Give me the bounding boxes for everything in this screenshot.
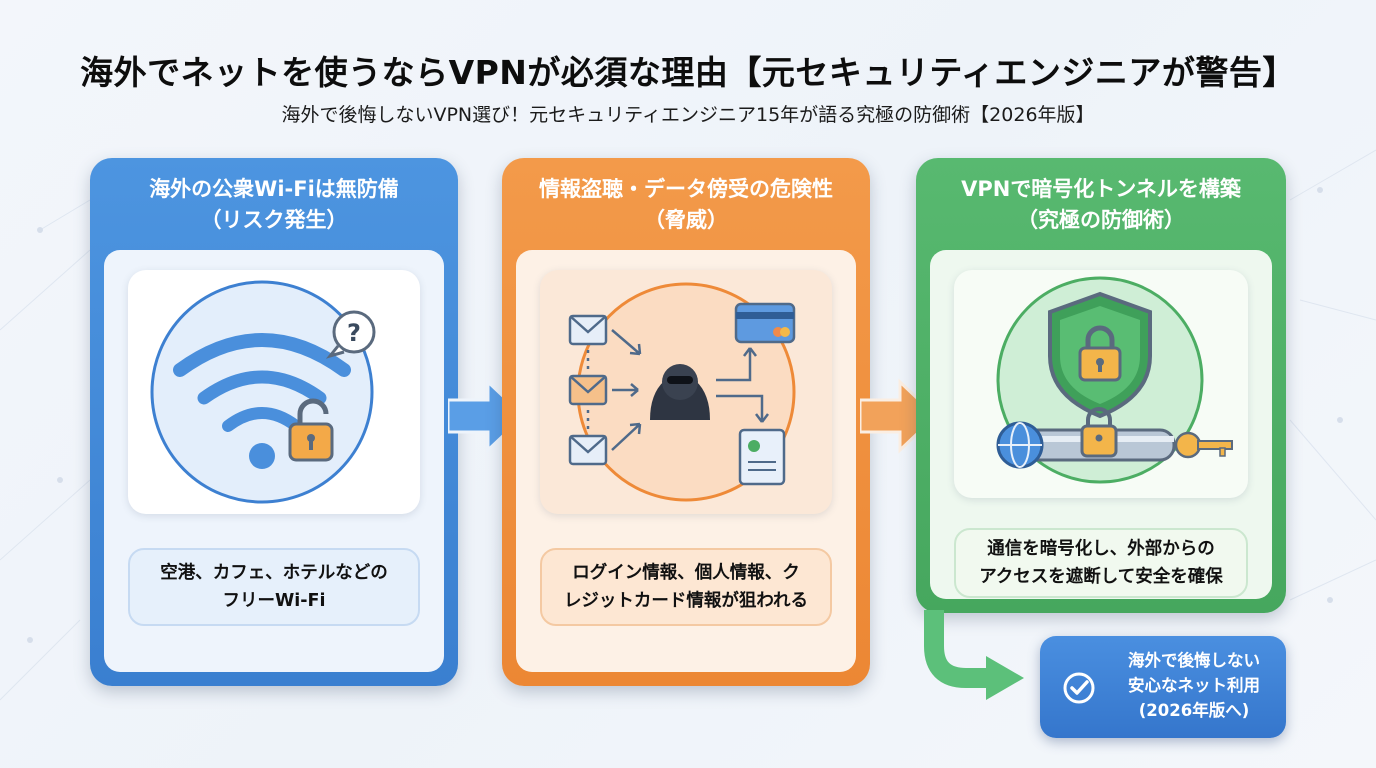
panel-risk-stage: （リスク発生） xyxy=(200,208,348,232)
shield-lock-icon xyxy=(1048,291,1152,419)
panel-threat-caption-line2: レジットカード情報が狙われる xyxy=(563,591,809,611)
result-box: 海外で後悔しない 安心なネット利用 (2026年版へ) xyxy=(1040,636,1286,738)
unlocked-padlock-icon xyxy=(288,398,334,462)
result-line1: 海外で後悔しない xyxy=(1128,651,1260,670)
panel-defense-header: VPNで暗号化トンネルを構築 （究極の防御術） xyxy=(916,174,1286,236)
panel-defense-body: 通信を暗号化し、外部からの アクセスを遮断して安全を確保 xyxy=(930,250,1272,599)
page-title: 海外でネットを使うならVPNが必須な理由【元セキュリティエンジニアが警告】 xyxy=(80,53,1296,92)
check-circle-icon xyxy=(1063,672,1095,704)
panel-defense-caption: 通信を暗号化し、外部からの アクセスを遮断して安全を確保 xyxy=(954,528,1248,598)
panel-defense-illustration-card xyxy=(954,270,1248,498)
panel-threat-caption-line1: ログイン情報、個人情報、ク xyxy=(572,563,800,583)
svg-text:?: ? xyxy=(347,319,361,347)
panel-risk-illustration-card: ? xyxy=(128,270,420,514)
id-document-icon xyxy=(738,428,786,486)
result-text: 海外で後悔しない 安心なネット利用 (2026年版へ) xyxy=(1106,648,1282,723)
envelope-icon xyxy=(568,314,608,346)
panel-defense-heading: VPNで暗号化トンネルを構築 xyxy=(961,177,1241,201)
envelope-icon xyxy=(568,374,608,406)
data-interception-illustration xyxy=(568,282,796,502)
panel-risk-caption-line1: 空港、カフェ、ホテルなどの xyxy=(160,563,388,583)
panel-risk: 海外の公衆Wi-Fiは無防備 （リスク発生） xyxy=(90,158,458,686)
question-bubble-icon: ? xyxy=(325,310,376,359)
panel-threat: 情報盗聴・データ傍受の危険性 （脅威） xyxy=(502,158,870,686)
panel-threat-stage: （脅威） xyxy=(644,208,728,232)
page-subtitle: 海外で後悔しないVPN選び！元セキュリティエンジニア15年が語る究極の防御術【2… xyxy=(281,104,1095,126)
panel-risk-header: 海外の公衆Wi-Fiは無防備 （リスク発生） xyxy=(90,174,458,236)
flow-arrow-curved-icon xyxy=(924,610,1024,700)
result-line3: (2026年版へ) xyxy=(1138,701,1250,720)
panel-threat-body: ログイン情報、個人情報、ク レジットカード情報が狙われる xyxy=(516,250,856,672)
credit-card-icon xyxy=(734,302,796,344)
padlock-icon xyxy=(1080,407,1118,458)
panel-threat-caption: ログイン情報、個人情報、ク レジットカード情報が狙われる xyxy=(540,548,832,626)
panel-threat-illustration-card xyxy=(540,270,832,514)
panel-defense-caption-line2: アクセスを遮断して安全を確保 xyxy=(979,567,1223,587)
panel-threat-header: 情報盗聴・データ傍受の危険性 （脅威） xyxy=(502,174,870,236)
envelope-icon xyxy=(568,434,608,466)
panel-risk-caption: 空港、カフェ、ホテルなどの フリーWi-Fi xyxy=(128,548,420,626)
wifi-icon xyxy=(173,333,351,432)
wifi-dot xyxy=(249,443,275,469)
public-wifi-illustration: ? xyxy=(150,280,376,504)
panel-risk-heading: 海外の公衆Wi-Fiは無防備 xyxy=(149,177,399,201)
panel-risk-body: ? 空港、カフェ、ホテルなどの フリーWi-Fi xyxy=(104,250,444,672)
panel-defense-stage: （究極の防御術） xyxy=(1017,208,1185,232)
panel-threat-heading: 情報盗聴・データ傍受の危険性 xyxy=(539,177,833,201)
vpn-tunnel-illustration xyxy=(996,276,1233,484)
result-line2: 安心なネット利用 xyxy=(1128,676,1260,695)
panel-risk-caption-line2: フリーWi-Fi xyxy=(222,591,326,611)
key-icon xyxy=(1174,431,1233,459)
panel-defense-caption-line1: 通信を暗号化し、外部からの xyxy=(987,539,1215,559)
hacker-icon xyxy=(650,364,710,420)
globe-icon xyxy=(996,421,1044,469)
panel-defense: VPNで暗号化トンネルを構築 （究極の防御術） xyxy=(916,158,1286,613)
